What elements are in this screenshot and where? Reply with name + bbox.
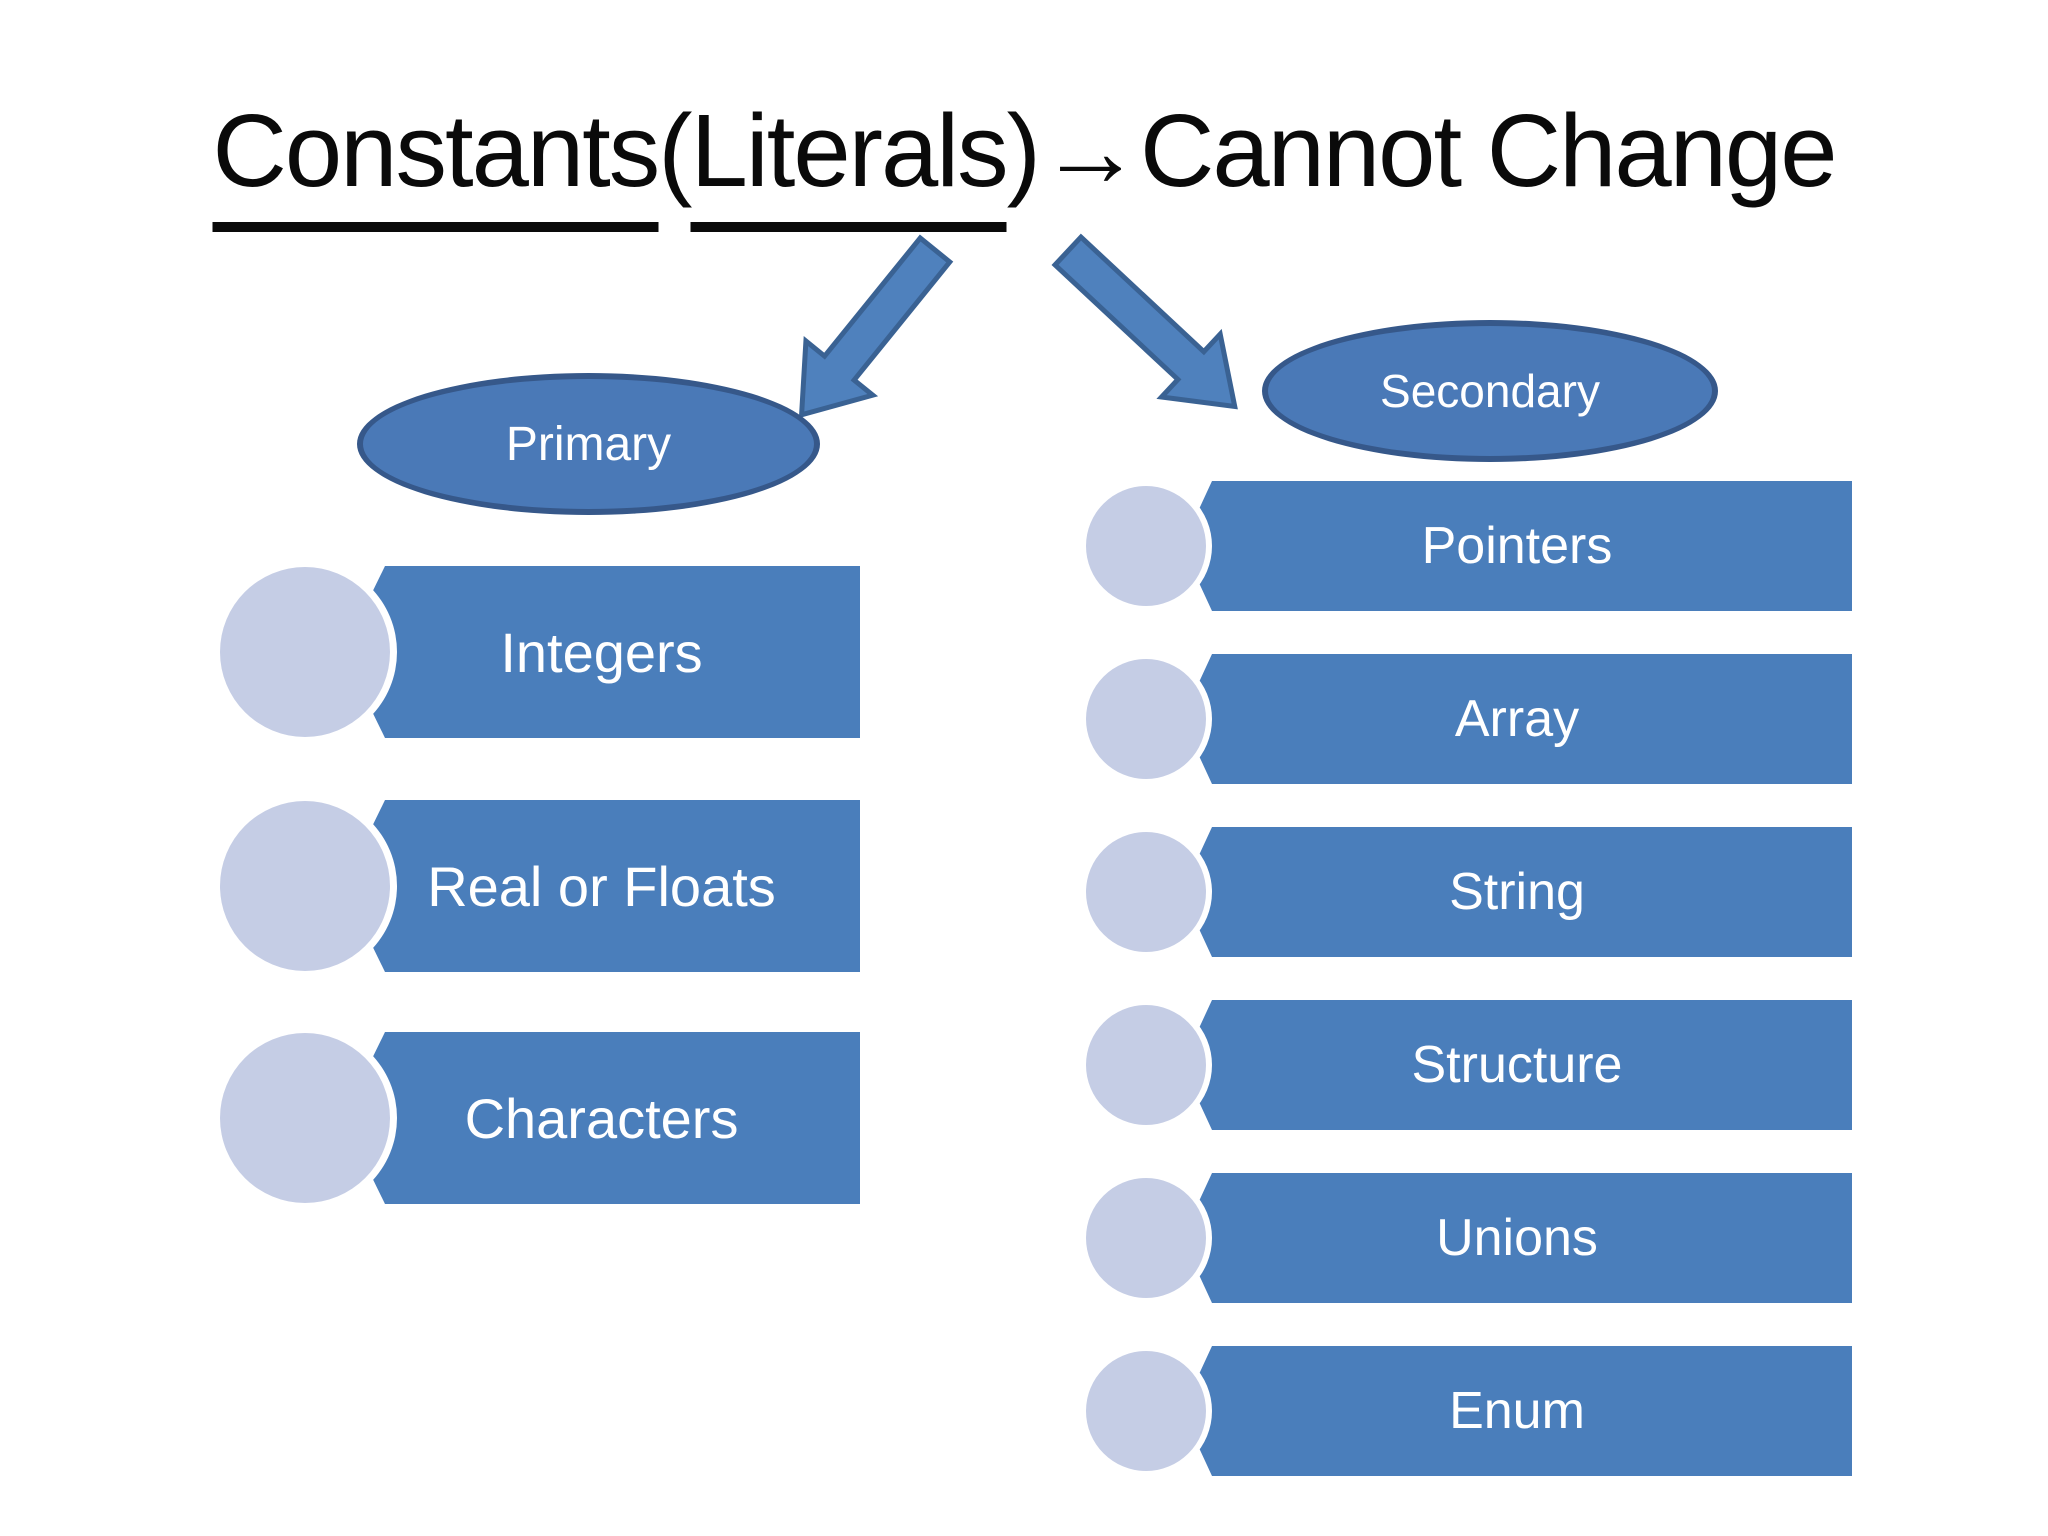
- title-word-literals: Literals: [690, 93, 1009, 232]
- bullet-circle: [220, 567, 390, 737]
- bullet-circle: [1086, 659, 1206, 779]
- banner-shape: Enum: [1182, 1346, 1852, 1476]
- item-label: Integers: [500, 620, 703, 684]
- item-label: Real or Floats: [427, 854, 776, 918]
- bullet-circle: [1086, 832, 1206, 952]
- bullet-circle: [1086, 1005, 1206, 1125]
- item-label: String: [1449, 863, 1585, 921]
- list-item-integers: Integers: [220, 566, 860, 738]
- list-item-pointers: Pointers: [1086, 481, 1852, 611]
- bullet-circle: [1086, 486, 1206, 606]
- arrow-to-secondary-icon: [1051, 233, 1238, 410]
- title-word-cannot-change: Cannot Change: [1139, 93, 1838, 208]
- primary-ellipse: Primary: [357, 373, 820, 515]
- title-open-paren: (: [658, 93, 692, 208]
- secondary-label: Secondary: [1380, 365, 1600, 417]
- item-label: Pointers: [1421, 517, 1613, 575]
- bullet-circle: [220, 801, 390, 971]
- list-item-string: String: [1086, 827, 1852, 957]
- list-item-enum: Enum: [1086, 1346, 1852, 1476]
- list-item-array: Array: [1086, 654, 1852, 784]
- banner-shape: Characters: [343, 1032, 860, 1204]
- title-word-constants: Constants: [212, 93, 660, 232]
- banner-shape: Real or Floats: [343, 800, 860, 972]
- list-item-structure: Structure: [1086, 1000, 1852, 1130]
- banner-shape: String: [1182, 827, 1852, 957]
- primary-label: Primary: [505, 417, 672, 471]
- banner-shape: Integers: [343, 566, 860, 738]
- bullet-circle: [220, 1033, 390, 1203]
- page-title: Constants(Literals)→Cannot Change: [212, 92, 1838, 232]
- list-item-unions: Unions: [1086, 1173, 1852, 1303]
- right-arrow-glyph: →: [1038, 93, 1142, 208]
- bullet-circle: [1086, 1351, 1206, 1471]
- title-close-paren: ): [1006, 93, 1041, 208]
- item-label: Array: [1454, 690, 1580, 748]
- bullet-circle: [1086, 1178, 1206, 1298]
- arrow-to-primary-icon: [798, 234, 954, 419]
- list-item-real-or-floats: Real or Floats: [220, 800, 860, 972]
- banner-shape: Unions: [1182, 1173, 1852, 1303]
- item-label: Unions: [1436, 1209, 1598, 1267]
- list-item-characters: Characters: [220, 1032, 860, 1204]
- banner-shape: Structure: [1182, 1000, 1852, 1130]
- banner-shape: Array: [1182, 654, 1852, 784]
- item-label: Structure: [1411, 1036, 1623, 1094]
- banner-shape: Pointers: [1182, 481, 1852, 611]
- secondary-ellipse: Secondary: [1262, 320, 1718, 462]
- item-label: Enum: [1449, 1382, 1585, 1440]
- item-label: Characters: [464, 1086, 739, 1150]
